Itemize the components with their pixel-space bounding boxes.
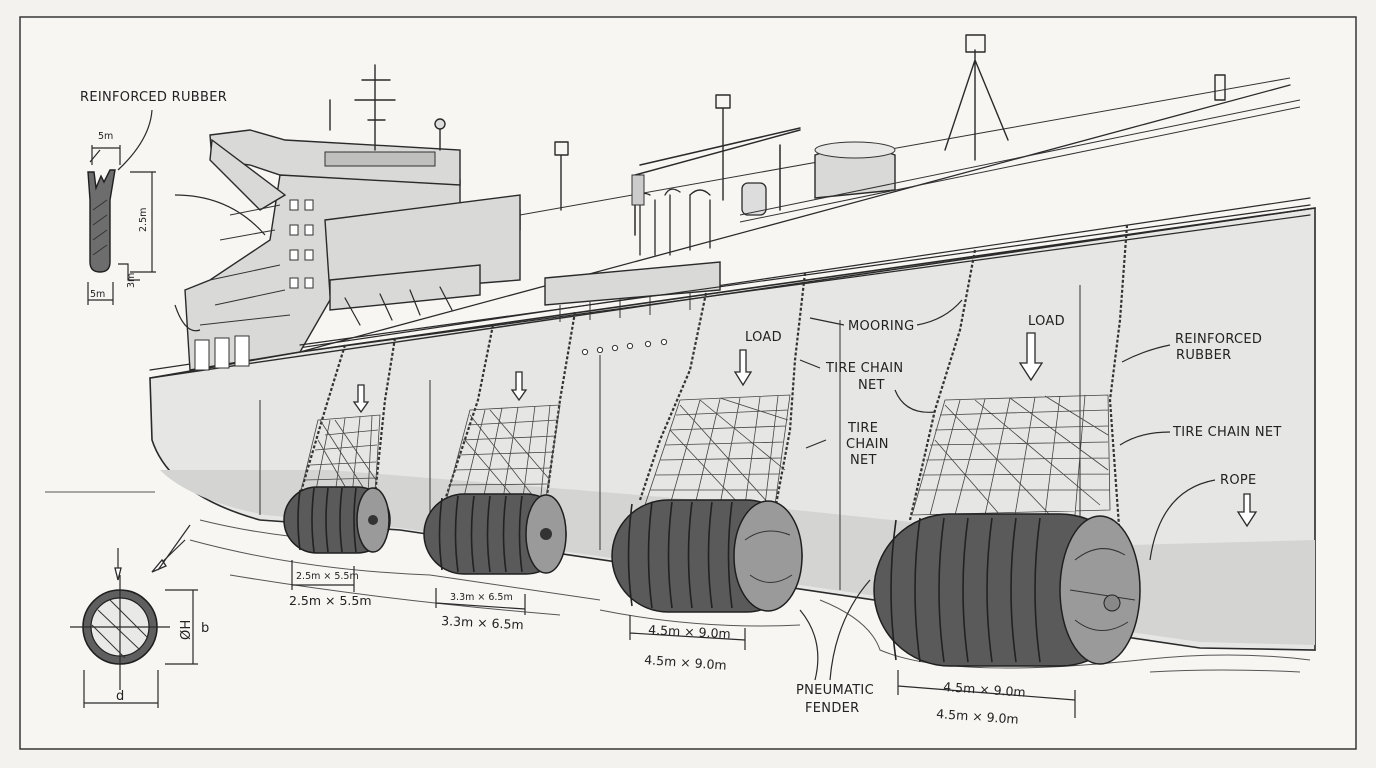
dim-fender-1: 2.5m × 5.5m [289,593,372,608]
accommodation-windows [194,199,314,371]
catwalk [739,99,1301,223]
small-load-arrows [352,371,528,414]
fender-dimension-lines [291,560,1076,718]
label-detail-2-5m: 2.5m [138,208,149,232]
dim-fender-3-small: 4.5m × 9.0m [648,622,731,641]
label-tire-chain-net-2b: CHAIN [846,437,889,452]
fender-4 [873,224,1141,667]
label-tire-chain-net-1b: NET [858,378,885,393]
dim-fender-4-small: 4.5m × 9.0m [943,679,1026,700]
deck-rail-upper [149,197,1311,371]
label-reinforced-rubber-top: REINFORCED RUBBER [80,90,227,105]
bridge-windows [324,151,436,167]
fender-4-chain-right [1108,224,1132,581]
fender-3-endcap [733,500,803,612]
fender-2 [423,311,577,575]
deck-crane [634,127,801,236]
fender-3-chain-left [638,292,708,501]
fender-4-chain-left [908,249,977,521]
forward-masts [554,34,1226,211]
crane-base [631,174,645,206]
label-mooring: MOORING [848,319,914,334]
label-section-h: ØH [179,619,194,640]
radar-mast [329,64,446,151]
bridge-wing [209,138,287,211]
casing-supports [344,286,453,326]
dim-fender-3: 4.5m × 9.0m [644,652,727,673]
fender-4-net [911,394,1111,516]
rubber-profile-detail [87,109,266,332]
dim-fender-2: 3.3m × 6.5m [441,613,524,632]
fender-1-chain-right [373,337,397,496]
hull-seams [259,285,1081,635]
labels: REINFORCED RUBBER 5m 2.5m 5m 3m LOAD LOA… [80,90,1282,727]
load-arrow-1 [733,349,753,387]
portholes [581,338,668,356]
dim-fender-1-small: 2.5m × 5.5m [296,571,359,582]
fender-3-chain-right [773,272,807,511]
label-pneumatic-b: FENDER [805,701,859,716]
upper-deck-line [299,84,1291,353]
label-rope: ROPE [1220,473,1257,488]
load-arrows [733,332,1258,528]
fender-1-chain-left [298,344,347,496]
label-pneumatic-a: PNEUMATIC [796,683,874,698]
superstructure-decks [199,204,291,326]
label-reinforced-rubber-right-a: REINFORCED [1175,332,1262,347]
cross-section-detail [70,539,198,708]
side-platform [544,261,721,306]
fender-4-endcap [1059,515,1141,665]
label-tire-chain-net-2c: NET [850,453,877,468]
deck-tank-top [814,141,896,159]
fender-1 [283,337,397,554]
label-section-d: d [116,689,125,704]
label-detail-5m-top: 5m [98,131,113,142]
label-load-2: LOAD [1028,314,1065,329]
label-tire-chain-net-right: TIRE CHAIN NET [1172,425,1282,440]
load-arrow-2 [1018,332,1044,382]
upper-deck-rail [519,77,1291,216]
label-reinforced-rubber-right-b: RUBBER [1176,348,1231,363]
annotation-leaders [157,299,1216,681]
lifeboat-stage [329,264,481,311]
dim-fender-4: 4.5m × 9.0m [936,706,1019,727]
pipe-rack [634,182,767,256]
load-arrow-3 [1236,493,1258,528]
label-detail-3m: 3m [126,273,137,288]
fender-2-chain-left [443,324,495,501]
label-detail-5m-bottom: 5m [90,289,105,300]
label-tire-chain-net-1a: TIRE CHAIN [825,361,903,376]
rubber-profile [87,169,116,273]
label-section-b: b [201,621,210,636]
dim-fender-2-small: 3.3m × 6.5m [450,592,513,603]
label-tire-chain-net-2a: TIRE [847,421,878,436]
fender-3 [611,272,807,613]
label-load-1: LOAD [745,330,782,345]
